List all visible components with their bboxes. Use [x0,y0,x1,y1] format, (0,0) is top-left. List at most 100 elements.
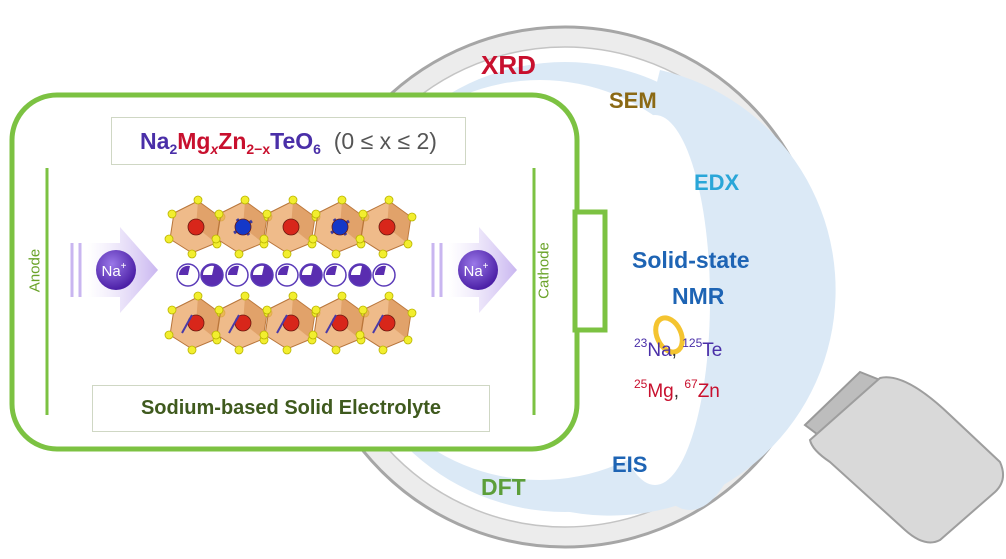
sodium-site-occupancy [178,265,190,275]
formula-zn-sub: 2−x [246,141,271,157]
top-layer-octahedron-face [243,201,267,243]
electrolyte-caption: Sodium-based Solid Electrolyte [92,385,490,432]
formula-mg: Mg [177,128,211,154]
bottom-layer-octahedron-face [243,297,267,339]
oxygen-atom [234,249,244,259]
oxygen-atom [311,305,321,315]
technique-xrd: XRD [481,50,536,80]
sodium-site-occupancy [252,265,264,275]
oxygen-atom [407,308,417,318]
sodium-site-occupancy [374,265,386,275]
crystal-structure [164,195,417,355]
top-layer-octahedron-face [196,201,220,243]
na-ion-left: Na+ [96,250,136,290]
nuclei-sep-1: , [671,340,677,361]
na-highlight [653,315,685,355]
nuclei-mg-mass: 25 [634,377,648,391]
nuclei-te-mass: 125 [682,336,703,350]
oxygen-atom [358,209,368,219]
oxygen-atom [337,291,347,301]
oxygen-atom [378,345,388,355]
oxygen-atom [259,330,269,340]
metal-atom [187,218,205,236]
bottom-layer-octahedron-face [291,297,315,339]
oxygen-atom [167,305,177,315]
bottom-layer-octahedron-face [340,297,364,339]
formula-mg-sub: x [210,141,219,157]
formula-condition: (0 ≤ x ≤ 2) [333,128,437,154]
oxygen-atom [403,335,413,345]
oxygen-atom [311,209,321,219]
oxygen-atom [164,330,174,340]
technique-sem: SEM [609,88,657,113]
oxygen-atom [214,209,224,219]
technique-nmr-line2: NMR [672,283,725,309]
top-layer-octahedron-face [291,201,315,243]
oxygen-atom [355,234,365,244]
oxygen-atom [282,249,292,259]
magnifier-handle [803,370,1005,544]
bottom-layer-octahedron-face [196,297,220,339]
oxygen-atom [288,195,298,205]
sodium-site-occupancy [277,265,289,275]
sodium-site-occupancy [325,265,337,275]
oxygen-atom [331,249,341,259]
nuclei-mg: Mg [647,381,674,402]
oxygen-atom [187,249,197,259]
oxygen-atom [193,195,203,205]
oxygen-atom [407,212,417,222]
oxygen-atom [384,291,394,301]
nuclei-mg-zn: 25Mg, 67Zn [634,377,720,403]
oxygen-atom [337,195,347,205]
formula-na-sub: 2 [169,141,178,157]
technique-edx: EDX [694,170,740,195]
metal-atom [378,218,396,236]
nuclei-zn: Zn [697,381,720,402]
oxygen-atom [211,330,221,340]
oxygen-atom [187,345,197,355]
nuclei-na-mass: 23 [634,336,648,350]
sodium-site-occupancy [301,265,313,275]
bond [325,314,337,334]
nuclei-na: Na [647,340,672,361]
oxygen-atom [259,234,269,244]
formula-box: Na2MgxZn2−xTeO6 (0 ≤ x ≤ 2) [111,117,466,165]
te-atom [234,218,252,236]
na-ion-right-label: Na+ [463,261,488,280]
formula-na: Na [140,128,170,154]
nuclei-te: Te [702,340,723,361]
sodium-site-occupancy [202,265,214,275]
oxygen-atom [234,345,244,355]
oxygen-atom [167,209,177,219]
nuclei-zn-mass: 67 [684,377,698,391]
oxygen-atom [358,305,368,315]
oxygen-atom [403,239,413,249]
bond [181,314,193,334]
na-ion-left-label: Na+ [101,261,126,280]
oxygen-atom [164,234,174,244]
oxygen-atom [308,234,318,244]
technique-eis: EIS [612,452,648,477]
bond [372,314,384,334]
formula-te-sub: 6 [313,141,321,157]
te-atom [331,218,349,236]
bond [228,314,240,334]
oxygen-atom [288,291,298,301]
anode-label: Anode [26,248,44,293]
oxygen-atom [214,305,224,315]
cathode-label: Cathode [535,242,553,299]
bond [276,314,288,334]
oxygen-atom [378,249,388,259]
top-layer-octahedron-face [387,201,411,243]
na-ion-right: Na+ [458,250,498,290]
technique-dft: DFT [481,474,526,500]
sodium-site-occupancy [350,265,362,275]
oxygen-atom [240,291,250,301]
formula-zn: Zn [218,128,247,154]
nuclei-na-te: 23Na, 125Te [634,336,722,362]
top-layer-octahedron-face [340,201,364,243]
oxygen-atom [355,330,365,340]
bottom-layer-octahedron-face [387,297,411,339]
